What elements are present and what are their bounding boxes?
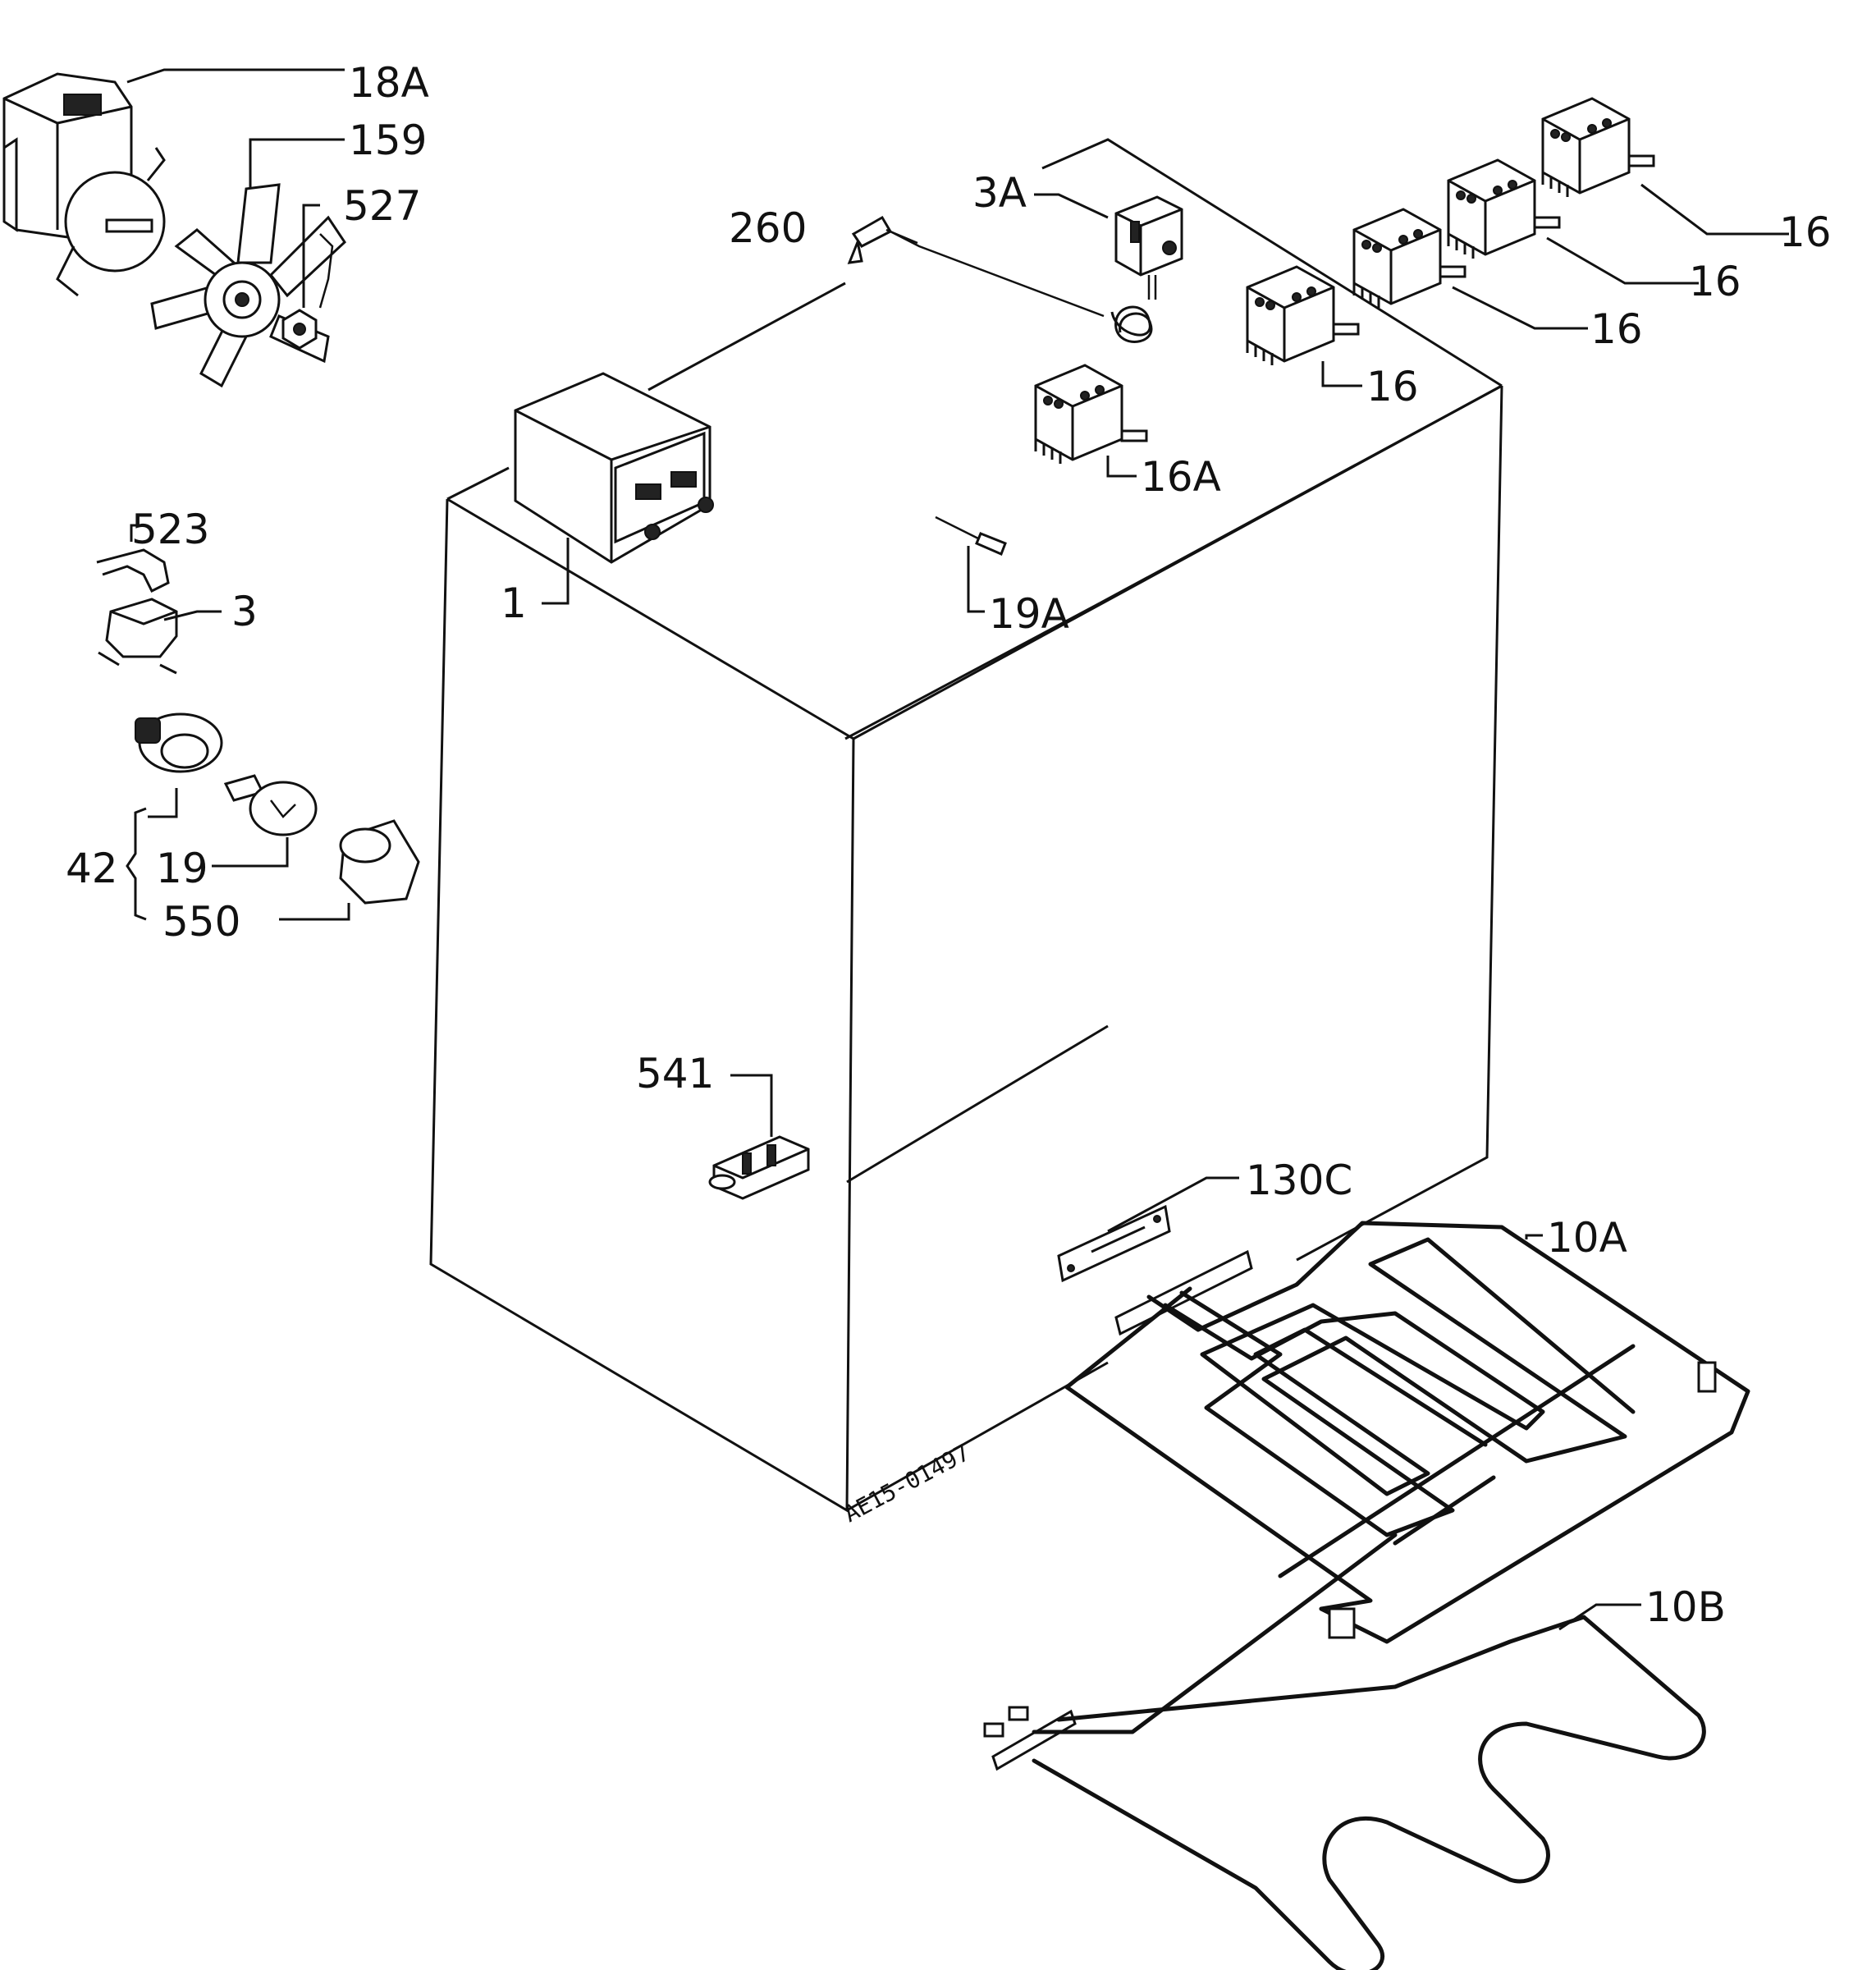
selector-switch-1 [1541, 97, 1655, 197]
lamp-bulb [223, 774, 318, 836]
label-18A: 18A [349, 59, 429, 107]
label-1: 1 [501, 580, 527, 627]
label-260: 260 [729, 204, 807, 252]
label-527: 527 [343, 182, 421, 230]
oven-element-10B [983, 1532, 1706, 1970]
fan-blade-159 [150, 138, 346, 388]
label-523: 523 [131, 506, 209, 553]
lamp-cover [339, 819, 420, 905]
label-16-1: 16 [1779, 208, 1832, 256]
label-3: 3 [231, 588, 258, 635]
thermal-cutout-3 [98, 598, 222, 675]
gasket-130C [1057, 1176, 1239, 1283]
oven-cabinet [429, 138, 1503, 1513]
label-16-2: 16 [1689, 258, 1741, 305]
leader-16-3 [1452, 286, 1588, 330]
grill-element-10A [1064, 1221, 1750, 1644]
selector-switch-3 [1352, 208, 1466, 308]
label-16A: 16A [1141, 453, 1221, 501]
door-switch-541 [708, 1074, 810, 1200]
leader-16-2 [1546, 236, 1699, 285]
clip-523 [96, 524, 170, 593]
label-3A: 3A [972, 169, 1027, 217]
leader-16-1 [1640, 183, 1789, 236]
label-541: 541 [636, 1050, 714, 1097]
leader-16-4 [1321, 361, 1362, 387]
label-16-3: 16 [1590, 305, 1643, 353]
nut-527 [281, 204, 334, 350]
drawing-code: AE15-01497 [840, 1439, 974, 1528]
label-19A: 19A [989, 590, 1069, 638]
thermostat-3A [1034, 193, 1183, 343]
lamp-brace [126, 788, 350, 921]
fan-motor-18A [2, 68, 345, 297]
label-16-4: 16 [1366, 363, 1419, 410]
label-159: 159 [349, 117, 427, 164]
sensor-19A [935, 515, 1007, 613]
label-42: 42 [66, 845, 118, 892]
label-130C: 130C [1246, 1157, 1352, 1204]
leader-16A [1106, 456, 1137, 478]
label-10A: 10A [1547, 1214, 1627, 1262]
timer-module [514, 372, 714, 605]
label-10B: 10B [1645, 1583, 1726, 1631]
selector-switch-2 [1447, 158, 1561, 259]
lamp-holder [135, 712, 223, 773]
label-550: 550 [162, 898, 240, 946]
temperature-probe [847, 215, 1105, 318]
selector-switch-16A [1034, 364, 1148, 464]
label-19: 19 [156, 845, 208, 892]
selector-switch-4 [1246, 265, 1360, 365]
